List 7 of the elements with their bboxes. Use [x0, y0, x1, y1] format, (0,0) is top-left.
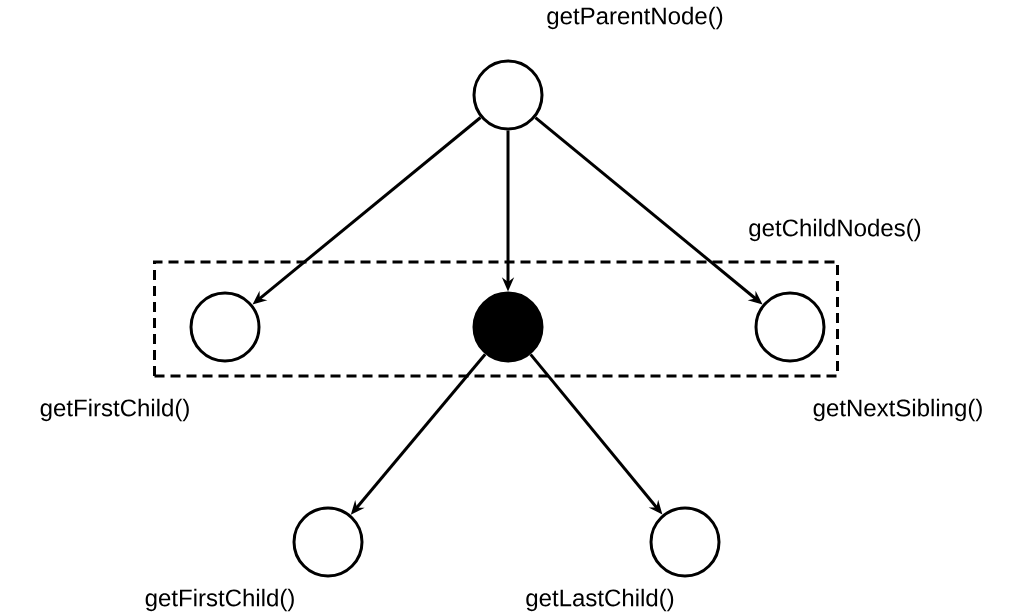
- filled-circle: [472, 291, 544, 363]
- node-label: getLastChild(): [526, 588, 674, 612]
- node-label: getFirstChild(): [145, 588, 294, 612]
- node-label: getParentNode(): [547, 6, 723, 30]
- node-label: getNextSibling(): [813, 398, 982, 422]
- box-heading: getChildNodes(): [749, 218, 921, 242]
- node-label: getFirstChild(): [40, 398, 189, 422]
